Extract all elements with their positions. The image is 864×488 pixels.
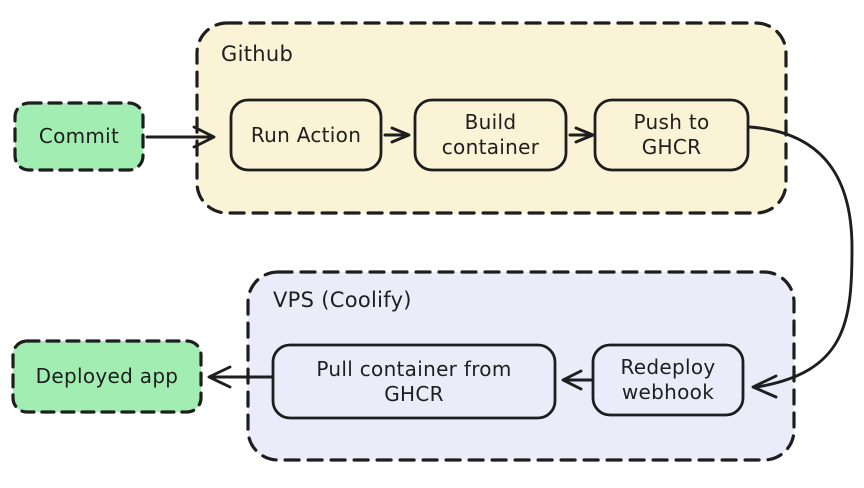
build-to-push-arrow (568, 126, 595, 144)
deployed-app-node-shape (11, 339, 203, 414)
redeploy-to-pull-arrow (561, 369, 593, 391)
commit-node-shape (13, 101, 145, 172)
run-action-node-shape (229, 98, 383, 172)
vps-container-title: VPS (Coolify) (273, 288, 412, 312)
build-container-node-shape (413, 98, 568, 172)
push-ghcr-node-shape (593, 98, 750, 172)
pull-ghcr-node-shape (271, 343, 557, 420)
commit-to-github-arrow (145, 125, 216, 149)
redeploy-webhook-node-shape (591, 343, 745, 417)
pull-to-deployed-arrow (207, 365, 274, 389)
run-action-to-build-arrow (383, 126, 411, 144)
vps-container-shape (246, 270, 796, 462)
github-container-title: Github (221, 42, 294, 66)
push-to-redeploy-curved-arrow (748, 125, 854, 399)
github-container-shape (195, 21, 788, 215)
